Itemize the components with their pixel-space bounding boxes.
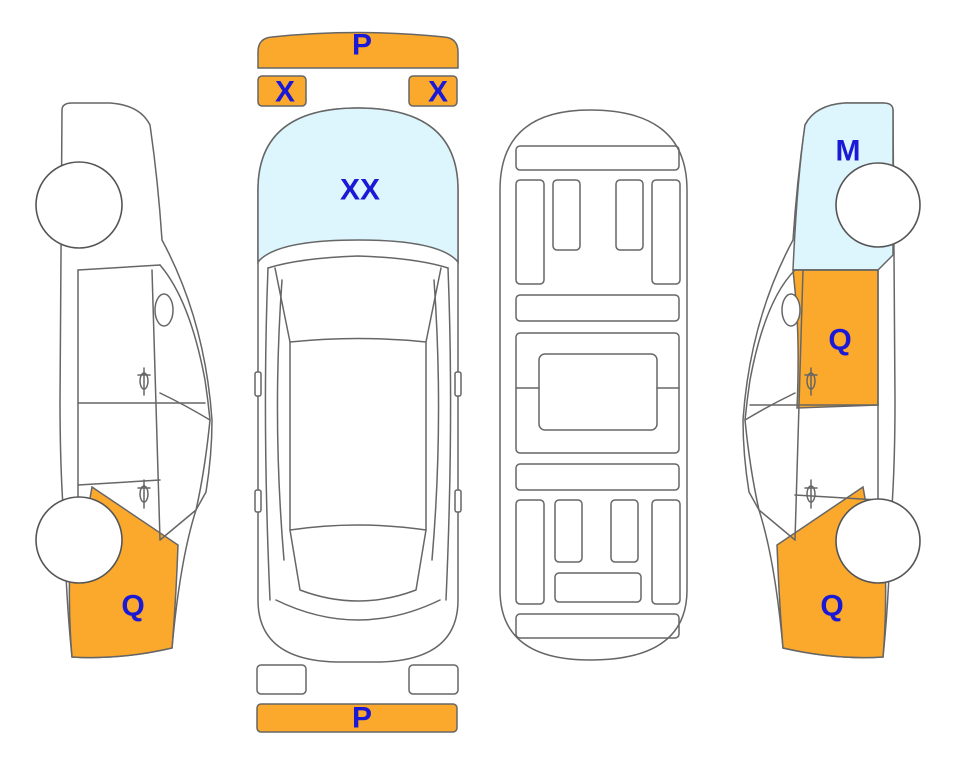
left-front-wheel [35, 496, 123, 584]
left-handle-rear-knob [139, 485, 149, 503]
underbody-front-bar [515, 145, 680, 171]
right-headlight-label: X [428, 76, 448, 109]
left-door-seam-3 [77, 479, 161, 486]
underbody-rear-left-rail [515, 499, 545, 605]
right-door-seam-3 [794, 494, 879, 501]
right-front-door-label: Q [828, 324, 851, 357]
left-side-view: Q [35, 102, 213, 659]
underbody-view [499, 109, 688, 661]
front-bumper-part [257, 31, 459, 69]
windshield-part [257, 107, 459, 265]
rear-bumper-label: P [352, 702, 372, 735]
left-handle-front-knob [139, 372, 149, 390]
top-right-rear-handle [454, 489, 462, 513]
underbody-crossmember-front [515, 294, 680, 322]
left-rear-wheel [35, 161, 123, 249]
rear-bumper-part [256, 703, 458, 733]
underbody-rear-right-rail [651, 499, 681, 605]
right-rear-wheel [835, 162, 921, 248]
underbody-outline [499, 109, 688, 661]
left-window-line [159, 264, 211, 421]
left-taillight [256, 664, 307, 695]
left-door-pillar [151, 269, 161, 541]
top-left-rear-handle [254, 489, 262, 513]
right-rear-fender-label: Q [820, 590, 843, 623]
left-headlight-part [257, 75, 307, 107]
underbody-front-inner-left [552, 179, 581, 251]
right-handle-rear-knob [806, 485, 816, 503]
top-rear-window [289, 529, 427, 602]
underbody-floor-frame [515, 332, 680, 454]
left-door-seam-2 [159, 392, 211, 541]
underbody-front-right-rail [651, 179, 681, 285]
right-door-seam-2 [744, 392, 796, 541]
underbody-rear-inner-left [554, 499, 583, 563]
right-door-handle-rear [804, 479, 818, 509]
top-left-side-line [264, 267, 271, 601]
right-handle-front-knob [806, 372, 816, 390]
underbody-rear-tank [554, 572, 642, 603]
windshield-label: XX [340, 174, 380, 207]
underbody-rear-bar [515, 613, 680, 639]
left-front-fender-label: Q [121, 590, 144, 623]
right-side-view: M Q Q [742, 102, 921, 659]
left-headlight-label: X [275, 76, 295, 109]
left-roof-line [77, 264, 161, 271]
top-left-mirror [254, 371, 262, 397]
right-window-line [744, 269, 796, 421]
top-right-pillar-line [431, 279, 440, 561]
top-right-mirror [454, 371, 462, 397]
underbody-front-inner-right [615, 179, 644, 251]
top-cabin-outline [274, 267, 442, 343]
top-right-side-line [445, 267, 452, 601]
top-left-pillar-line [276, 279, 285, 561]
right-mirror [781, 293, 801, 327]
front-bumper-label: P [352, 29, 372, 62]
underbody-crossmember-rear [515, 463, 680, 491]
underbody-rear-inner-right [610, 499, 639, 563]
right-front-wheel [835, 498, 921, 584]
underbody-front-left-rail [515, 179, 545, 285]
left-mirror [154, 293, 174, 327]
right-taillight [408, 664, 459, 695]
top-roof-outline [289, 341, 427, 531]
top-hood-line [267, 255, 449, 269]
top-view: P X X XX P [254, 29, 462, 735]
right-mirror-area-label: M [836, 135, 861, 168]
left-door-handle-rear [137, 479, 151, 509]
right-headlight-part [408, 75, 458, 107]
underbody-floor-pan [538, 353, 658, 431]
top-trunk-line [275, 599, 441, 621]
